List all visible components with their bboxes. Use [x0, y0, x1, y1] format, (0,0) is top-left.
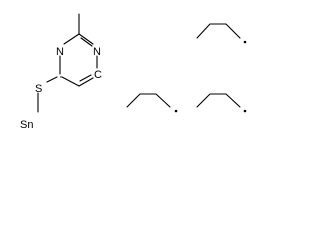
bond-c5-c6 — [78, 77, 94, 87]
bond-c4-c5 — [61, 76, 80, 87]
atom-label-s: S — [35, 83, 42, 95]
butyl-chain-2 — [126, 93, 171, 108]
bond-c2-n-right — [78, 33, 94, 45]
butyl-bottom-right — [196, 93, 247, 113]
bond-c2-n-left — [63, 33, 80, 45]
butyl-bottom-left — [126, 93, 178, 113]
radical-dot-3 — [243, 109, 247, 113]
atom-label-c-ring: C — [94, 69, 102, 81]
atom-label-n-right: N — [93, 46, 101, 58]
radical-dot-2 — [174, 109, 178, 113]
radical-marker-c4: · — [59, 71, 63, 83]
structure-diagram: N N C S Sn · — [20, 13, 247, 131]
atom-label-sn: Sn — [20, 119, 33, 131]
bond-c5-c6-double — [79, 74, 92, 82]
ring-bonds — [59, 13, 98, 87]
thio-chain — [37, 76, 58, 113]
bond-c2-n-right-double — [80, 37, 93, 47]
butyl-chain-1 — [196, 23, 241, 39]
atom-labels: N N C S Sn · — [20, 46, 102, 131]
butyl-top-right — [196, 23, 247, 44]
structure-svg: N N C S Sn · — [20, 13, 247, 131]
butyl-chain-3 — [196, 93, 241, 108]
bond-c4-s — [46, 76, 58, 83]
atom-label-n-left: N — [56, 46, 64, 58]
radical-dot-1 — [243, 40, 247, 44]
